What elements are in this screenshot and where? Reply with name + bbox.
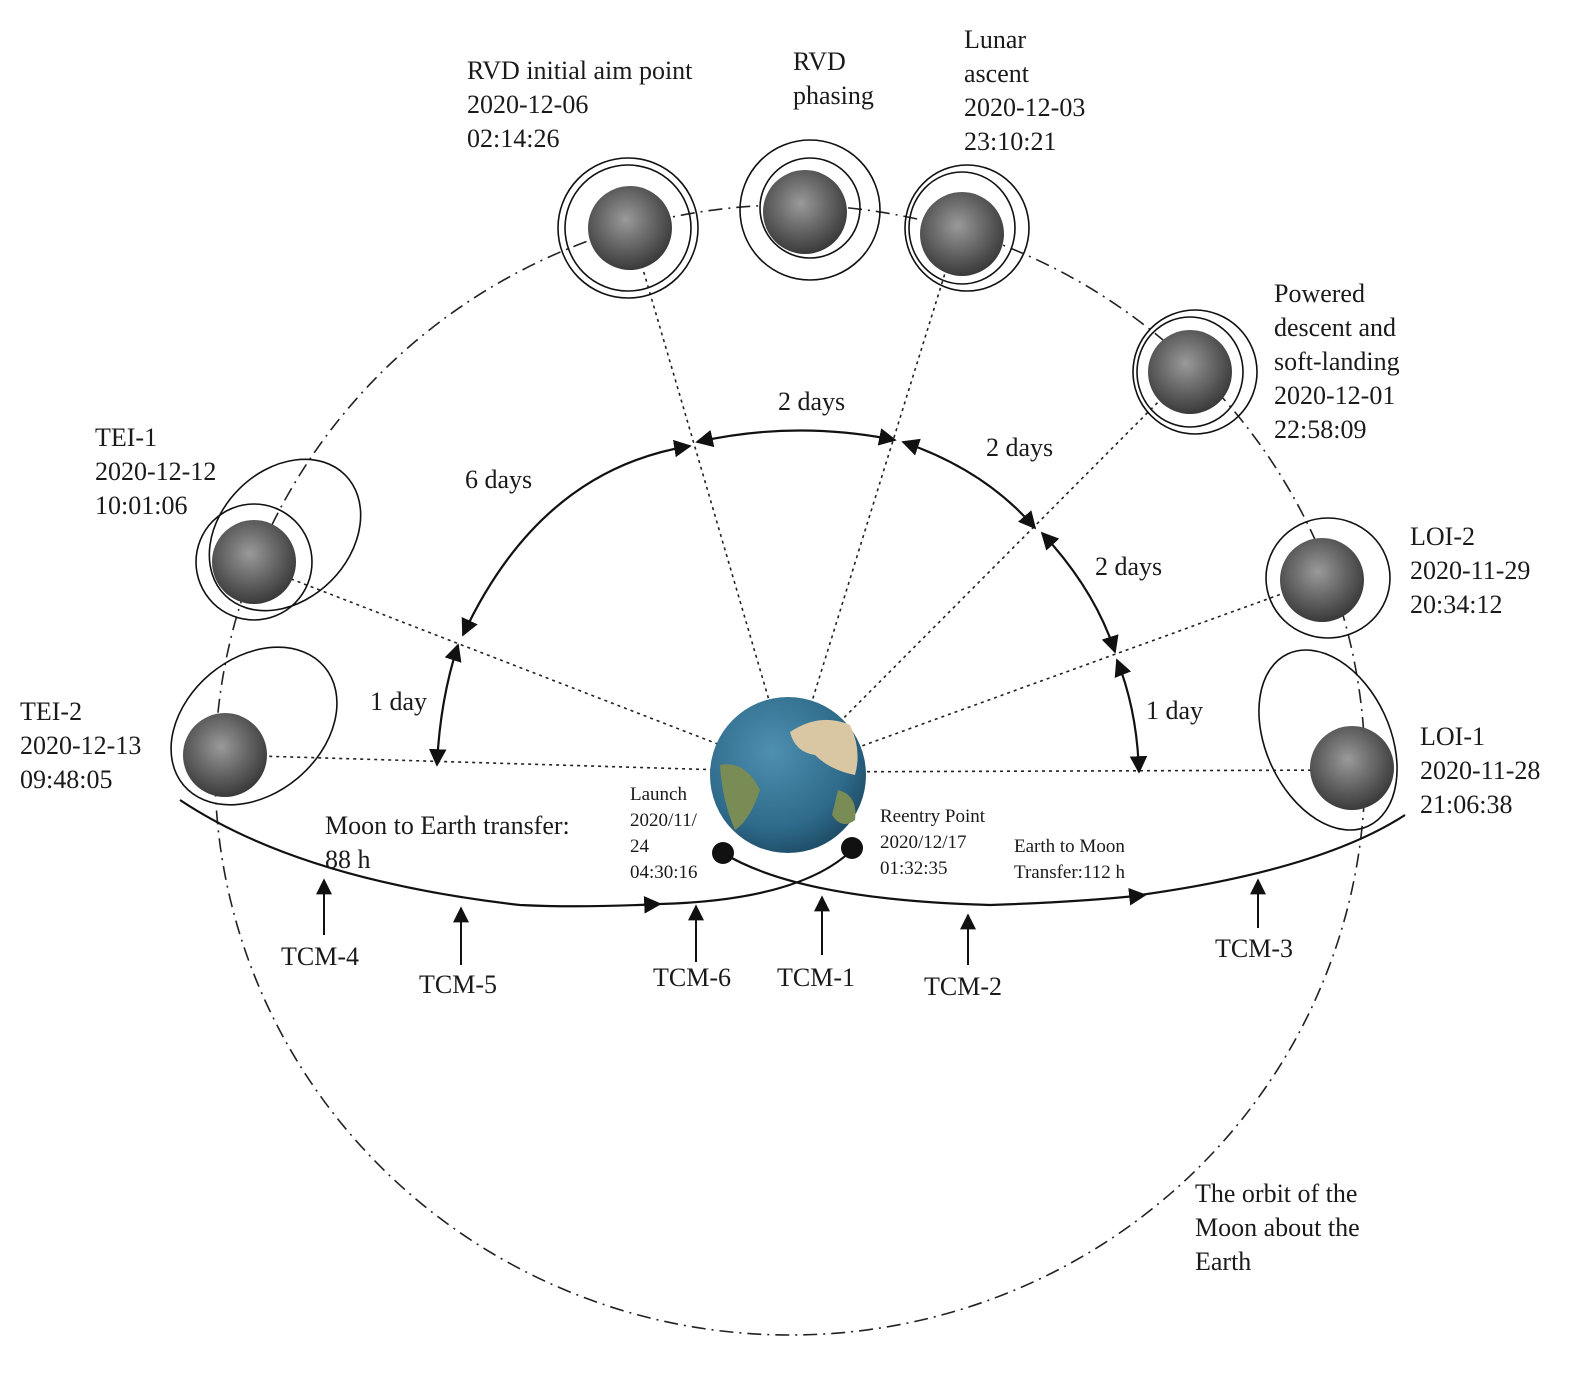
tcm-3-label: TCM-3 <box>1215 934 1293 963</box>
arc-2-days-top <box>695 428 897 448</box>
transfer-paths <box>179 799 1406 914</box>
reentry-point-marker <box>841 837 863 859</box>
duration-upper-right-label: 2 days <box>986 433 1053 462</box>
rvd-aim-ring-inner <box>564 164 692 292</box>
tcm-4-label: TCM-4 <box>281 942 359 971</box>
powered-descent-label: Powered descent and soft-landing 2020-12… <box>1274 279 1406 444</box>
lunar-orbit-rings <box>170 139 1398 831</box>
tei-1-label: TEI-1 2020-12-12 10:01:06 <box>95 423 223 520</box>
tcm-1-label: TCM-1 <box>777 963 855 992</box>
duration-right-label: 2 days <box>1095 552 1162 581</box>
moon-image-loi2 <box>1280 538 1364 622</box>
rvd-phasing-label: RVD phasing <box>793 47 874 110</box>
radial-line-tei1 <box>254 564 791 773</box>
rvd-aim-label: RVD initial aim point 2020-12-06 02:14:2… <box>467 56 699 153</box>
duration-arcs <box>428 428 1148 774</box>
radial-line-ascent <box>789 224 961 773</box>
radial-line-tei2 <box>224 754 791 773</box>
reentry-approach-path <box>659 849 853 906</box>
earth-south-africa-land <box>832 790 856 824</box>
radial-lines <box>224 224 1351 773</box>
moon-image-rvd-aim <box>588 186 672 270</box>
earth <box>710 697 866 853</box>
loi-2-label: LOI-2 2020-11-29 20:34:12 <box>1410 522 1537 619</box>
arc-2-days-right <box>1040 531 1119 654</box>
loi1-ring <box>1258 649 1398 831</box>
duration-lower-right-label: 1 day <box>1146 696 1203 725</box>
launch-point-marker <box>712 842 734 864</box>
tcm-6-label: TCM-6 <box>653 963 731 992</box>
arc-1-day-right <box>1114 658 1148 774</box>
arc-6-days <box>461 439 692 637</box>
moon-image-tei2 <box>183 713 267 797</box>
tei1-ring-outer <box>208 458 362 612</box>
descent-ring-inner <box>1136 316 1244 428</box>
moon-to-earth-transfer-path <box>179 799 662 914</box>
orbit-caption: The orbit of the Moon about the Earth <box>1195 1179 1366 1276</box>
ascent-ring-inner <box>908 171 1016 285</box>
moon-image-ascent <box>920 192 1004 276</box>
tcm-5-label: TCM-5 <box>419 970 497 999</box>
duration-top-label: 2 days <box>778 387 845 416</box>
radial-line-loi1 <box>789 769 1351 773</box>
ascent-ring-outer <box>904 164 1030 292</box>
earth-africa-land <box>790 719 858 775</box>
rvd-phasing-ring-inner <box>759 157 861 259</box>
arc-1-day-left <box>428 643 462 767</box>
moons <box>183 170 1394 810</box>
duration-left-label: 6 days <box>465 465 532 494</box>
tei1-ring-inner <box>195 503 313 621</box>
tei2-ring <box>170 646 338 806</box>
earth-america-land <box>720 764 760 830</box>
descent-ring-outer <box>1132 309 1258 435</box>
loi-1-label: LOI-1 2020-11-28 21:06:38 <box>1420 722 1547 819</box>
moon-image-descent <box>1148 330 1232 414</box>
launch-label: Launch 2020/11/ 24 04:30:16 <box>630 784 702 883</box>
lunar-ascent-label: Lunar ascent 2020-12-03 23:10:21 <box>964 25 1092 156</box>
moon-to-earth-transfer-label: Moon to Earth transfer: 88 h <box>325 811 576 874</box>
arc-2-days-upper-right <box>901 438 1037 530</box>
duration-lower-left-label: 1 day <box>370 687 427 716</box>
earth-to-moon-arrival-path <box>1139 814 1406 897</box>
reentry-label: Reentry Point 2020/12/17 01:32:35 <box>880 806 990 879</box>
rvd-phasing-ring-outer <box>739 139 881 281</box>
moon-image-rvd-phasing <box>763 170 847 254</box>
earth-to-moon-transfer-path <box>722 852 1147 907</box>
tcm-arrows <box>316 878 1266 965</box>
rvd-aim-ring-outer <box>557 157 699 299</box>
tcm-2-label: TCM-2 <box>924 972 1002 1001</box>
tei-2-label: TEI-2 2020-12-13 09:48:05 <box>20 697 148 794</box>
moon-image-loi1 <box>1310 726 1394 810</box>
radial-line-loi2 <box>789 579 1321 773</box>
moon-image-tei1 <box>212 520 296 604</box>
loi2-ring <box>1265 517 1391 639</box>
radial-line-rvd-aim <box>629 224 791 773</box>
earth-to-moon-transfer-label: Earth to Moon Transfer:112 h <box>1014 836 1130 883</box>
